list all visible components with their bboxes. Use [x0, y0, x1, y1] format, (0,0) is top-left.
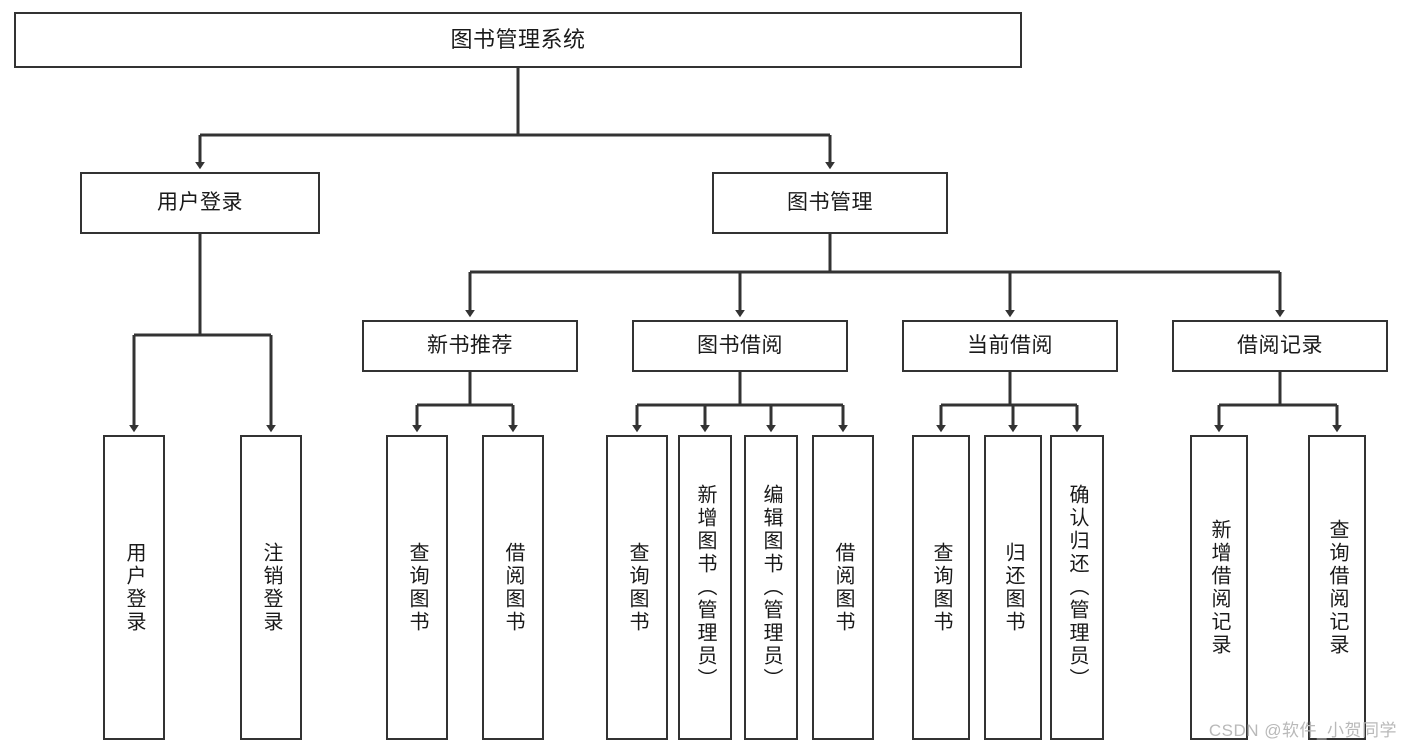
csdn-watermark: CSDN @软件_小贺同学	[1208, 721, 1397, 740]
node-label: 新书推荐	[427, 334, 513, 358]
leaf-user-logout[interactable]: 注销登录	[240, 435, 302, 740]
node-label: 查询图书	[406, 541, 428, 634]
leaf-add-borrow-record[interactable]: 新增借阅记录	[1190, 435, 1248, 740]
leaf-edit-book-admin[interactable]: 编辑图书（管理员）	[744, 435, 798, 740]
leaf-query-book-borrow[interactable]: 查询图书	[606, 435, 668, 740]
node-label: 借阅图书	[502, 541, 524, 634]
node-label: 确认归还（管理员）	[1066, 484, 1088, 691]
node-label: 查询借阅记录	[1326, 518, 1348, 657]
node-label: 当前借阅	[967, 334, 1053, 358]
node-label: 查询图书	[626, 541, 648, 634]
node-label: 新增图书（管理员）	[694, 484, 716, 691]
node-label: 图书管理	[787, 191, 873, 215]
node-user-login[interactable]: 用户登录	[80, 172, 320, 234]
node-new-book-rec[interactable]: 新书推荐	[362, 320, 578, 372]
leaf-add-book-admin[interactable]: 新增图书（管理员）	[678, 435, 732, 740]
node-label: 编辑图书（管理员）	[760, 484, 782, 691]
node-label: 用户登录	[157, 191, 243, 215]
node-label: 借阅图书	[832, 541, 854, 634]
node-label: 用户登录	[123, 541, 145, 634]
node-current-borrow[interactable]: 当前借阅	[902, 320, 1118, 372]
leaf-user-login[interactable]: 用户登录	[103, 435, 165, 740]
leaf-query-book-rec[interactable]: 查询图书	[386, 435, 448, 740]
node-book-borrow[interactable]: 图书借阅	[632, 320, 848, 372]
node-root-system[interactable]: 图书管理系统	[14, 12, 1022, 68]
leaf-confirm-return-admin[interactable]: 确认归还（管理员）	[1050, 435, 1104, 740]
leaf-query-borrow-record[interactable]: 查询借阅记录	[1308, 435, 1366, 740]
leaf-borrow-book-borrow[interactable]: 借阅图书	[812, 435, 874, 740]
node-label: 图书管理系统	[450, 26, 586, 52]
node-label: 新增借阅记录	[1208, 518, 1230, 657]
leaf-query-book-current[interactable]: 查询图书	[912, 435, 970, 740]
node-label: 借阅记录	[1237, 334, 1323, 358]
node-borrow-record[interactable]: 借阅记录	[1172, 320, 1388, 372]
leaf-return-book[interactable]: 归还图书	[984, 435, 1042, 740]
node-label: 注销登录	[260, 541, 282, 634]
node-label: 图书借阅	[697, 334, 783, 358]
node-label: 归还图书	[1002, 541, 1024, 634]
leaf-borrow-book-rec[interactable]: 借阅图书	[482, 435, 544, 740]
node-book-manage[interactable]: 图书管理	[712, 172, 948, 234]
node-label: 查询图书	[930, 541, 952, 634]
